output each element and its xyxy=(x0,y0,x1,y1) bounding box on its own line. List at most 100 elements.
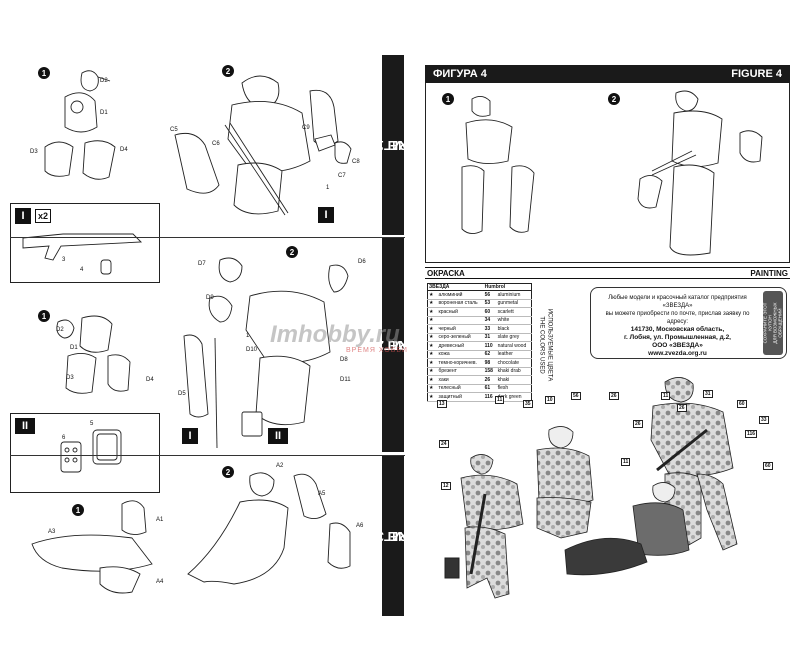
paint-name-ru: хаки xyxy=(437,375,484,385)
insert-I: I x2 xyxy=(10,203,160,283)
part-label: A2 xyxy=(276,463,284,469)
paint-name-ru: черный xyxy=(437,324,484,334)
paint-symbol-icon: ★ xyxy=(427,384,438,393)
part-label: D4 xyxy=(146,377,154,383)
figure2-step2-marker: 2 xyxy=(286,246,298,258)
figure4-drawing xyxy=(461,90,763,256)
figure1-ref-I: I xyxy=(318,207,334,223)
paint-name-en: black xyxy=(496,324,532,334)
paint-name-ru: кожа xyxy=(437,350,484,359)
paint-name-en: slate grey xyxy=(496,333,532,342)
catalog-line3: 141730, Московская область, xyxy=(630,326,725,333)
part-label: D1 xyxy=(100,110,108,116)
part-label: D7 xyxy=(198,261,206,267)
paint-name-ru: телесный xyxy=(437,384,484,393)
figure3-step1-marker: 1 xyxy=(72,504,84,516)
right-page: ФИГУРА 4 FIGURE 4 1 2 ОКРАСКА P xyxy=(425,55,790,625)
painting-title-en: PAINTING xyxy=(750,268,788,278)
paint-callout: 11 xyxy=(495,396,505,404)
figure1-drawing xyxy=(44,70,352,216)
part-label: A3 xyxy=(48,529,56,535)
part-label: D2 xyxy=(100,78,108,84)
paint-number: 60 xyxy=(483,307,497,317)
part-label: C6 xyxy=(212,141,220,147)
figure3-band: ФИГУРА 3 FIGURE 3 xyxy=(342,456,444,616)
catalog-line2: вы можете приобрести по почте, прислав з… xyxy=(605,311,750,325)
paint-symbol-icon: ★ xyxy=(427,316,438,325)
part-label: C8 xyxy=(352,159,360,165)
paint-callout: 11 xyxy=(661,392,671,400)
part-label: A6 xyxy=(356,523,364,529)
paint-callout: 11 xyxy=(621,458,631,466)
paint-number: 34 xyxy=(483,316,497,325)
paint-callout: 13 xyxy=(437,400,447,408)
figure4-step2-marker: 2 xyxy=(608,93,620,105)
paint-number: 116 xyxy=(483,392,497,402)
paint-callout: 60 xyxy=(763,462,773,470)
paint-symbol-icon: ★ xyxy=(427,350,438,359)
figure3-drawing xyxy=(31,472,351,594)
paint-callout: 116 xyxy=(745,430,758,438)
part-label: D9 xyxy=(206,295,214,301)
paint-number: 110 xyxy=(483,341,497,351)
paint-symbol-icon: ★ xyxy=(427,333,438,342)
paint-name-en: khaki drab xyxy=(496,367,532,376)
figure1-band: ФИГУРА 1 FIGURE 1 xyxy=(342,55,444,235)
figure2-step1-marker: 1 xyxy=(38,310,50,322)
part-label: D6 xyxy=(358,259,366,265)
paint-callout: 24 xyxy=(439,440,449,448)
part-label: 4 xyxy=(80,267,84,273)
paint-name-ru: серо-зеленый xyxy=(437,333,484,342)
figure2-drawing xyxy=(56,257,349,449)
paint-symbol-icon: ★ xyxy=(427,307,438,317)
left-page: ФИГУРА 1 FIGURE 1 1 2 xyxy=(0,55,444,616)
paint-symbol-icon: ★ xyxy=(427,358,438,368)
figure1-step1-marker: 1 xyxy=(38,67,50,79)
paint-table-header: ЗВЕЗДА Humbrol xyxy=(427,283,532,291)
part-label: 1 xyxy=(246,333,250,339)
part-label: A4 xyxy=(156,579,164,585)
part-label: A5 xyxy=(318,491,326,497)
paint-name-en: dark green xyxy=(496,392,532,402)
painting-bar: ОКРАСКА PAINTING xyxy=(425,267,790,279)
paint-callout: 10 xyxy=(545,396,555,404)
part-label: D11 xyxy=(340,377,351,383)
insert-II-label: II xyxy=(15,418,35,434)
part-label: D4 xyxy=(120,147,128,153)
paint-number: 98 xyxy=(483,358,497,368)
figure2-ref-II: II xyxy=(268,428,288,444)
figure4-title-en: FIGURE 4 xyxy=(731,68,782,80)
paint-symbol-icon: ★ xyxy=(427,324,438,334)
paint-symbol-icon: ★ xyxy=(427,367,438,376)
catalog-line1: Любые модели и красочный каталог предпри… xyxy=(608,295,747,309)
part-label: D1 xyxy=(70,345,78,351)
painting-title-ru: ОКРАСКА xyxy=(427,268,465,278)
paint-callout: 56 xyxy=(571,392,581,400)
paint-callout: 60 xyxy=(737,400,747,408)
figure2-ref-I: I xyxy=(182,428,198,444)
paint-number: 26 xyxy=(483,375,497,385)
part-label: D2 xyxy=(56,327,64,333)
figure3-step2-marker: 2 xyxy=(222,466,234,478)
paint-symbol-icon: ★ xyxy=(427,299,438,308)
paint-symbol-icon: ★ xyxy=(427,375,438,385)
figure4-step1-marker: 1 xyxy=(442,93,454,105)
paint-symbol-icon: ★ xyxy=(427,341,438,351)
paint-number: 158 xyxy=(483,367,497,376)
paint-symbol-icon: ★ xyxy=(427,290,438,300)
paint-number: 56 xyxy=(483,290,497,300)
paint-name-ru xyxy=(437,316,484,325)
catalog-website: www.zvezda.org.ru xyxy=(648,350,707,357)
painted-figures xyxy=(444,377,738,599)
paint-name-en: flesh xyxy=(496,384,532,393)
part-label: D3 xyxy=(66,375,74,381)
paint-name-ru: защитный xyxy=(437,392,484,402)
